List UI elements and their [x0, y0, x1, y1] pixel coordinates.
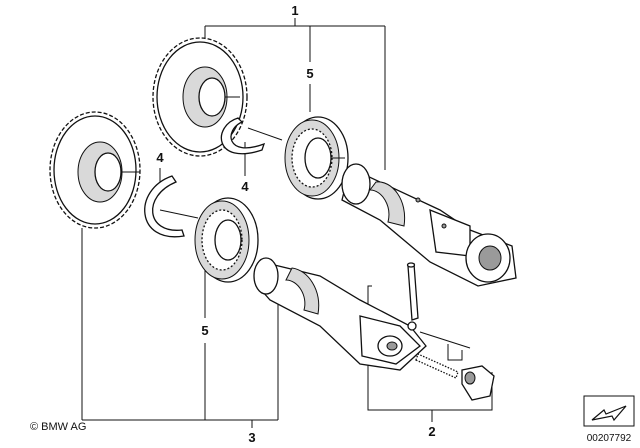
- callout-2: 2: [428, 424, 435, 439]
- reference-number: 00207792: [587, 433, 632, 444]
- callout-4-lower-left: 4: [156, 150, 164, 165]
- lower-roller-bearing: [194, 197, 259, 283]
- upper-camshaft-sprocket: [152, 37, 248, 157]
- callout-labels: 1 5 4 4 5 3 2: [156, 3, 435, 445]
- arrow-orientation-icon: [583, 395, 635, 427]
- callout-5-upper: 5: [306, 66, 313, 81]
- upper-roller-bearing: [284, 116, 349, 200]
- decompression-pin-assembly: [406, 262, 495, 401]
- callout-1: 1: [291, 3, 298, 18]
- upper-camshaft: [341, 163, 517, 287]
- lower-camshaft-sprocket: [49, 111, 141, 229]
- copyright-notice: © BMW AG: [30, 421, 86, 433]
- callout-4-upper: 4: [241, 179, 249, 194]
- callout-3: 3: [248, 430, 255, 445]
- callout-5-lower: 5: [201, 323, 208, 338]
- lower-thrust-ring: [144, 175, 199, 238]
- lower-camshaft: [253, 257, 427, 371]
- leader-lines: [81, 18, 493, 428]
- upper-thrust-ring: [220, 117, 283, 155]
